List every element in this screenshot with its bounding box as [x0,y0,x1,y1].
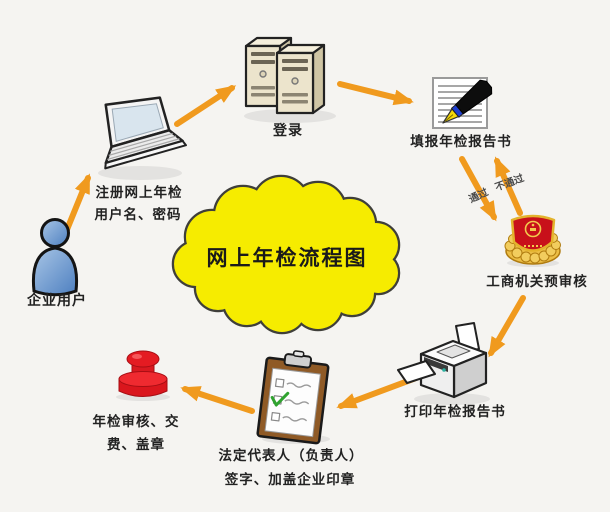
diagram-title: 网上年检流程图 [206,247,368,270]
arrow-login-to-fill [337,81,414,106]
label-review-pay-line2: 费、盖章 [107,437,165,452]
label-sign-line2: 签字、加盖企业印章 [224,472,356,487]
label-sign-line1: 法定代表人（负责人） [218,448,364,463]
arrow-review-to-print [488,295,526,358]
label-pre-review: 工商机关预审核 [486,274,588,289]
checklist-rows [270,378,312,422]
label-review-pay-line1: 年检审核、交 [92,414,180,429]
arrow-review-to-fill-fail [494,156,523,216]
arrow-sign-to-stamp [180,386,255,414]
arrow-print-to-sign [336,375,419,409]
label-login: 登录 [273,122,303,138]
server-tower-front [275,43,326,115]
laptop-icon [104,96,187,170]
flow-arrows [63,81,526,414]
printer-icon [397,322,488,399]
servers-icon [244,36,326,115]
arrow-fill-to-review-pass [459,156,497,222]
clipboard-icon [256,350,330,445]
person-icon [31,218,79,297]
green-check-icon [270,391,290,407]
document-pen-icon [432,77,493,129]
gongshang-emblem-icon [504,214,561,265]
label-fill-report: 填报年检报告书 [410,134,512,149]
arrow-register-to-login [174,85,237,127]
label-enterprise-user: 企业用户 [27,292,87,308]
arrow-user-to-register [63,173,91,235]
label-register-line2: 用户名、密码 [94,207,182,222]
label-register-line1: 注册网上年检 [95,185,183,200]
stamp-icon [118,350,168,397]
label-print-report: 打印年检报告书 [404,404,506,419]
fountain-pen-icon [442,79,493,124]
